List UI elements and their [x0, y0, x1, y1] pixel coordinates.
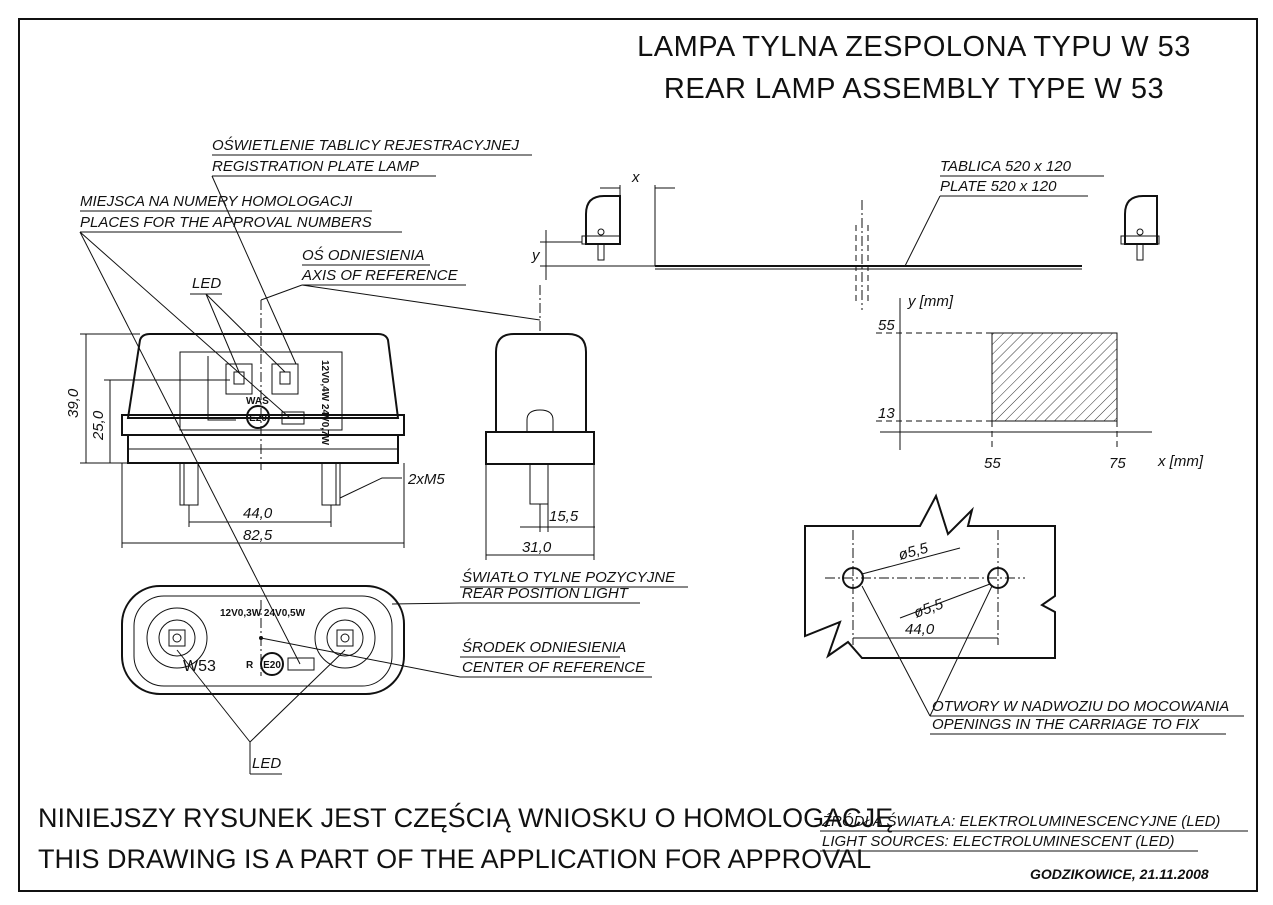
footer-note-en: THIS DRAWING IS A PART OF THE APPLICATIO…: [38, 844, 871, 874]
lamp-rear-outline: [121, 585, 405, 695]
bolt-left: [179, 462, 199, 506]
dim-44: 44,0: [243, 505, 273, 522]
callout-reg-lamp-pl: OŚWIETLENIE TABLICY REJESTRACYJNEJ: [212, 136, 520, 154]
rear-rating: 12V0,3W 24V0,5W: [220, 608, 306, 619]
footer-sources-pl: ŹRÓDŁA ŚWIATŁA: ELEKTROLUMINESCENCYJNE (…: [821, 812, 1220, 830]
callout-led-top: LED: [192, 275, 221, 292]
lamp-side-base: [485, 431, 595, 465]
carriage-sheet-outline: [804, 493, 1056, 659]
rear-model-mark: W53: [183, 658, 216, 675]
callout-openings-pl: OTWORY W NADWOZIU DO MOCOWANIA: [932, 698, 1229, 715]
callout-led-bottom: LED: [252, 755, 281, 772]
mounting-scheme: x y: [531, 169, 1160, 310]
callout-plate-pl: TABLICA 520 x 120: [940, 158, 1072, 175]
lamp-side-housing: [495, 333, 587, 433]
rear-e20-mark: E20: [263, 660, 281, 671]
lamp-side-bolt: [529, 463, 549, 505]
graph-hatched-zone: [991, 332, 1118, 422]
led-right-window: [271, 363, 299, 395]
e20-mark-circle: [246, 405, 270, 429]
dim-y-label: y: [531, 247, 541, 264]
dim-hole2: ø5,5: [912, 595, 947, 621]
dim-bolts: 2xM5: [407, 471, 445, 488]
callouts: OŚWIETLENIE TABLICY REJESTRACYJNEJ REGIS…: [79, 136, 1244, 775]
rear-led-left: [146, 607, 208, 669]
lamp-front-housing: [126, 333, 400, 419]
small-lamp-left: [585, 195, 621, 245]
visibility-graph: y [mm] x [mm] 55 13 55 75: [876, 293, 1204, 472]
graph-x-tick-75: 75: [1109, 455, 1126, 472]
graph-y-tick-13: 13: [878, 405, 895, 422]
dim-holes-spacing: 44,0: [905, 621, 935, 638]
callout-approval-pl: MIEJSCA NA NUMERY HOMOLOGACJI: [80, 193, 352, 210]
callout-approval-en: PLACES FOR THE APPROVAL NUMBERS: [80, 214, 372, 231]
bolt-right: [321, 462, 341, 506]
title-polish: LAMPA TYLNA ZESPOLONA TYPU W 53: [637, 31, 1191, 63]
callout-center-en: CENTER OF REFERENCE: [462, 659, 646, 676]
footer-note-pl: NINIEJSZY RYSUNEK JEST CZĘŚCIĄ WNIOSKU O…: [38, 801, 893, 833]
drawing-border: [18, 18, 1258, 892]
graph-y-label: y [mm]: [907, 293, 954, 310]
dim-x-label: x: [631, 169, 640, 186]
dim-15-5: 15,5: [549, 508, 579, 525]
front-dimensions: 39,0 25,0 44,0 82,5 2xM5: [65, 333, 445, 548]
callout-axis-pl: OŚ ODNIESIENIA: [302, 246, 425, 264]
callout-rear-pos-en: REAR POSITION LIGHT: [462, 585, 630, 602]
lamp-front-view: WAS E20 12V0,4W 24V0,7W: [121, 300, 405, 506]
led-left-window: [225, 363, 253, 395]
dim-hole1: ø5,5: [897, 540, 931, 564]
side-dimensions: 15,5 31,0: [485, 464, 595, 560]
mounting-holes-view: ø5,5 ø5,5 44,0: [804, 493, 1056, 659]
title-english: REAR LAMP ASSEMBLY TYPE W 53: [664, 73, 1164, 105]
small-lamp-right: [1124, 195, 1158, 245]
approval-number-box: [281, 411, 305, 425]
lamp-rear-view: 12V0,3W 24V0,5W W53 R E20: [121, 585, 405, 695]
footer-signature: GODZIKOWICE, 21.11.2008: [1030, 866, 1209, 882]
lamp-e20-mark: E20: [249, 413, 267, 424]
lamp-side-view: [485, 285, 595, 505]
callout-rear-pos-pl: ŚWIATŁO TYLNE POZYCYJNE: [462, 568, 676, 586]
rear-led-right: [314, 607, 376, 669]
dim-82-5: 82,5: [243, 527, 273, 544]
rear-r-mark: R: [246, 660, 254, 671]
callout-reg-lamp-en: REGISTRATION PLATE LAMP: [212, 158, 419, 175]
footer-sources-en: LIGHT SOURCES: ELECTROLUMINESCENT (LED): [822, 833, 1175, 850]
graph-x-tick-55: 55: [984, 455, 1001, 472]
callout-center-pl: ŚRODEK ODNIESIENIA: [462, 638, 626, 656]
callout-plate-en: PLATE 520 x 120: [940, 178, 1057, 195]
dim-31: 31,0: [522, 539, 552, 556]
dim-25: 25,0: [90, 410, 107, 441]
graph-y-tick-55: 55: [878, 317, 895, 334]
lamp-rating-side: 12V0,4W 24V0,7W: [319, 360, 330, 446]
callout-axis-en: AXIS OF REFERENCE: [301, 267, 459, 284]
dim-39: 39,0: [65, 388, 82, 418]
lamp-was-mark: WAS: [246, 396, 269, 407]
graph-x-label: x [mm]: [1157, 453, 1204, 470]
callout-openings-en: OPENINGS IN THE CARRIAGE TO FIX: [932, 716, 1200, 733]
